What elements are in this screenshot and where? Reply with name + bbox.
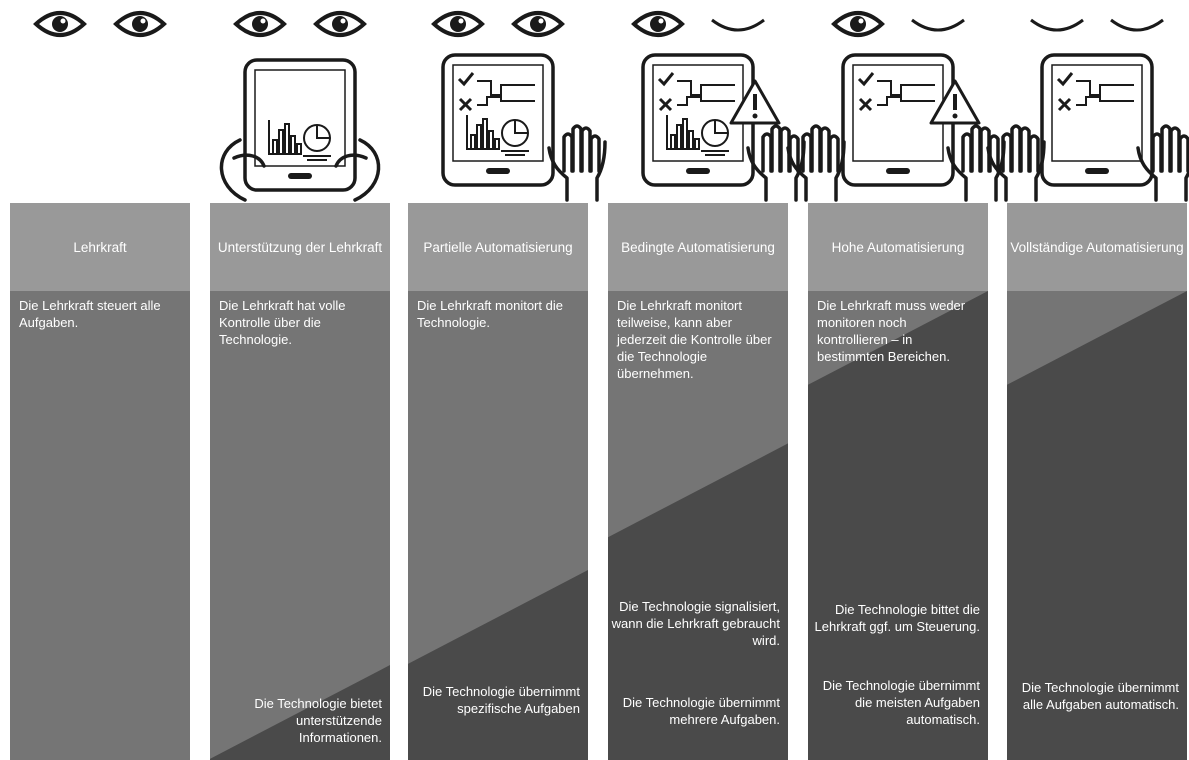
level-5-heading: Hohe Automatisierung (808, 203, 988, 291)
level-1-shading (10, 291, 190, 760)
chart-icon (666, 115, 729, 156)
warning-icon (729, 79, 781, 125)
tablet-icon (243, 58, 357, 192)
illustration-strip (33, 11, 1189, 202)
level-2-heading: Unterstützung der Lehrkraft (210, 203, 390, 291)
technology-area (608, 443, 788, 760)
closed-eye-icon (911, 18, 965, 32)
level-3-teacher-text: Die Lehrkraft monitort die Technologie. (417, 298, 563, 330)
workflow-icon (857, 72, 935, 112)
tablet-icon (441, 53, 555, 187)
workflow-icon (1056, 72, 1134, 112)
tablet-icon (1040, 53, 1154, 187)
level-4-shading (608, 291, 788, 760)
technology-area (808, 291, 988, 760)
warning-icon (929, 79, 981, 125)
closed-eye-icon (711, 18, 765, 32)
technology-area (210, 665, 390, 760)
open-eye-icon (431, 11, 485, 37)
chart-icon (466, 115, 529, 156)
open-eye-icon (313, 11, 367, 37)
level-4-teacher-text: Die Lehrkraft monitort teilweise, kann a… (617, 298, 772, 381)
level-5-tech-text-1: Die Technologie bittet die Lehrkraft ggf… (814, 602, 980, 634)
level-3-tech-text: Die Technologie übernimmt spezifische Au… (422, 684, 580, 716)
tablet-icon (641, 53, 755, 187)
workflow-icon (457, 72, 535, 112)
level-4-tech-text-2: Die Technologie übernimmt mehrere Aufgab… (622, 695, 780, 727)
workflow-icon (657, 72, 735, 112)
level-6-shading (1007, 291, 1187, 760)
teacher-area (10, 291, 190, 760)
technology-area (408, 570, 588, 760)
holding-hands-icon (219, 138, 381, 202)
level-1-teacher-text: Die Lehrkraft steuert alle Aufgaben. (19, 298, 161, 330)
open-eye-icon (113, 11, 167, 37)
open-eye-icon (233, 11, 287, 37)
open-eye-icon (631, 11, 685, 37)
open-eye-icon (33, 11, 87, 37)
closed-eye-icon (1110, 18, 1164, 32)
level-2-teacher-text: Die Lehrkraft hat volle Kontrolle über d… (219, 298, 346, 347)
raised-hand-icon (786, 124, 846, 202)
level-2-tech-text: Die Technologie bietet unterstützende In… (254, 696, 382, 745)
raised-hand-icon (1136, 124, 1189, 202)
level-4-heading: Bedingte Automatisierung (608, 203, 788, 291)
chart-icon (268, 120, 331, 161)
level-1-heading: Lehrkraft (10, 203, 190, 291)
open-eye-icon (511, 11, 565, 37)
raised-hand-icon (946, 124, 1006, 202)
raised-hand-icon (746, 124, 806, 202)
technology-area (1007, 291, 1187, 760)
closed-eye-icon (1030, 18, 1084, 32)
level-2-shading (210, 291, 390, 760)
open-eye-icon (831, 11, 885, 37)
level-6-tech-text: Die Technologie übernimmt alle Aufgaben … (1021, 680, 1179, 712)
level-5-shading (808, 291, 988, 760)
raised-hand-icon (986, 124, 1046, 202)
level-4-tech-text-1: Die Technologie signalisiert, wann die L… (611, 599, 780, 648)
level-5-tech-text-2: Die Technologie übernimmt die meisten Au… (822, 678, 980, 727)
raised-hand-icon (547, 124, 607, 202)
level-6-heading: Vollständige Automatisierung (1007, 203, 1187, 291)
level-3-shading (408, 291, 588, 760)
level-3-heading: Partielle Automatisierung (408, 203, 588, 291)
tablet-icon (841, 53, 955, 187)
level-5-teacher-text: Die Lehrkraft muss weder monitoren noch … (817, 298, 966, 364)
